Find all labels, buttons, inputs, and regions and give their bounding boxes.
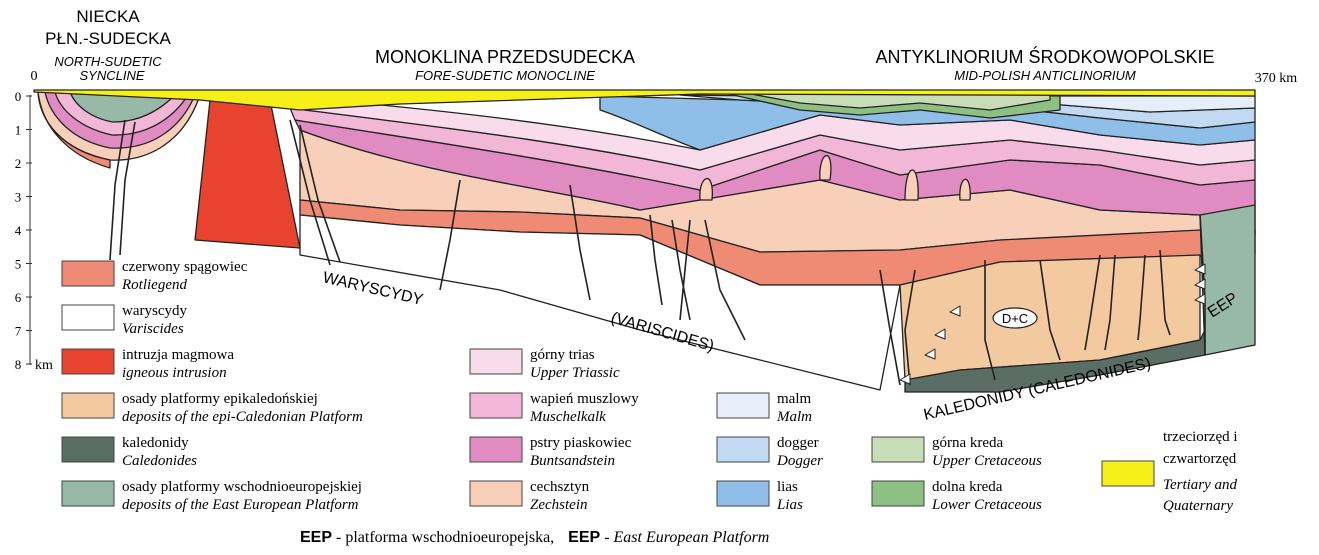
depth-tick-label: 0 [15, 89, 22, 104]
legend-col1-item-0-label-pl: czerwony spągowiec [122, 259, 248, 275]
legend-col3-item-0-swatch [717, 393, 769, 418]
fore-sudetic-title-pl: MONOKLINA PRZEDSUDECKA [375, 47, 635, 67]
distance-start-label: 0 [31, 69, 38, 84]
legend-col1-item-5-label-en: deposits of the East European Platform [122, 497, 359, 513]
legend-col2-item-1-label-pl: wapień muszlowy [530, 391, 639, 407]
legend-col4-item-1-label-en: Lower Cretaceous [931, 497, 1042, 513]
legend-col4-item-0-swatch [872, 437, 924, 462]
legend-tertiary-pl_line1: trzeciorzęd i [1163, 429, 1238, 445]
legend-col2-item-1-swatch [470, 393, 522, 418]
distance-end-label: 370 km [1255, 71, 1298, 86]
depth-tick-label: 7 [15, 324, 22, 339]
mid-polish-title-pl: ANTYKLINORIUM ŚRODKOWOPOLSKIE [875, 46, 1214, 67]
legend-col3-item-0-label-pl: malm [777, 391, 811, 407]
legend-col3-item-2-swatch [717, 481, 769, 506]
legend-col1-item-0-label-en: Rotliegend [121, 277, 187, 293]
legend-col2-item-1-label-en: Muschelkalk [529, 409, 606, 425]
legend-col1-item-4-label-en: Caledonides [122, 453, 197, 469]
depth-tick-label: 4 [15, 223, 22, 238]
footnote: EEP - platforma wschodnioeuropejska, EEP… [300, 529, 769, 546]
depth-tick-label: 8 [15, 357, 22, 372]
legend-col1-item-3-swatch [62, 393, 114, 418]
legend-col3-item-2-label-en: Lias [776, 497, 803, 513]
depth-tick-label: 3 [15, 190, 22, 205]
legend-col3-item-2-label-pl: lias [777, 479, 798, 495]
legend-tertiary-swatch [1102, 461, 1154, 486]
legend-col1-item-5-swatch [62, 481, 114, 506]
eep-deposits [1200, 200, 1255, 355]
legend-col2-item-3-swatch [470, 481, 522, 506]
legend-col1-item-5-label-pl: osady platformy wschodnioeuropejskiej [122, 479, 362, 495]
footnote-en: - East European Platform [604, 529, 769, 546]
legend-col1-item-4-label-pl: kaledonidy [122, 435, 189, 451]
north-sudetic-title-pl-2: PŁN.-SUDECKA [45, 29, 171, 48]
north-sudetic-title-en-1: NORTH-SUDETIC [54, 54, 162, 69]
legend-col1-item-3-label-pl: osady platformy epikaledońskiej [122, 391, 318, 407]
mid-polish-title-en: MID-POLISH ANTICLINORIUM [954, 68, 1136, 83]
legend-col1-item-2-label-pl: intruzja magmowa [122, 347, 234, 363]
legend-col1-item-0-swatch [62, 261, 114, 286]
igneous-intrusion [195, 100, 300, 248]
legend-col4-item-1-swatch [872, 481, 924, 506]
region-titles: NIECKA PŁN.-SUDECKA NORTH-SUDETIC SYNCLI… [45, 7, 1214, 83]
fore-sudetic-title-en: FORE-SUDETIC MONOCLINE [415, 68, 595, 83]
legend-col2-item-3-label-en: Zechstein [530, 497, 588, 513]
legend-col3-item-1-label-pl: dogger [777, 435, 819, 451]
legend-col3-item-0-label-en: Malm [776, 409, 812, 425]
legend-col2-item-0-label-pl: górny trias [530, 347, 595, 363]
depth-unit-label: km [35, 358, 53, 373]
label-waryscydy: WARYSCYDY [321, 269, 425, 309]
legend-col3-item-1-label-en: Dogger [776, 453, 823, 469]
legend-col2-item-3-label-pl: cechsztyn [530, 479, 590, 495]
legend-col1-item-1-label-en: Variscides [122, 321, 184, 337]
legend-col2-item-0-label-en: Upper Triassic [530, 365, 620, 381]
legend-col1-item-3-label-en: deposits of the epi-Caledonian Platform [122, 409, 363, 425]
legend-col1-item-4-swatch [62, 437, 114, 462]
depth-ticks: 0 1 2 3 4 5 6 7 8 [15, 89, 32, 372]
legend-col2-item-2-label-pl: pstry piaskowiec [530, 435, 632, 451]
legend-tertiary-en_line2: Quaternary [1163, 498, 1233, 514]
north-sudetic-title-en-2: SYNCLINE [79, 68, 144, 83]
footnote-abbr-1: EEP [300, 529, 332, 546]
footnote-abbr-2: EEP [568, 529, 600, 546]
legend-col3-item-1-swatch [717, 437, 769, 462]
legend-col2-item-0-swatch [470, 349, 522, 374]
depth-tick-label: 6 [15, 290, 22, 305]
legend-col4-item-0-label-pl: górna kreda [932, 435, 1004, 451]
depth-tick-label: 2 [15, 156, 22, 171]
north-sudetic-title-pl-1: NIECKA [76, 7, 140, 26]
footnote-pl: - platforma wschodnioeuropejska, [336, 529, 554, 546]
label-dc: D+C [1002, 311, 1028, 326]
legend-col4-item-0-label-en: Upper Cretaceous [932, 453, 1042, 469]
legend-col1-item-2-label-en: igneous intrusion [122, 365, 227, 381]
legend-col4-item-1-label-pl: dolna kreda [932, 479, 1003, 495]
legend-tertiary-en_line1: Tertiary and [1163, 477, 1238, 493]
depth-tick-label: 5 [15, 257, 22, 272]
legend-col1-item-1-swatch [62, 305, 114, 330]
legend-tertiary-pl_line2: czwartorzęd [1163, 451, 1237, 467]
legend-col1-item-2-swatch [62, 349, 114, 374]
legend-col1-item-1-label-pl: waryscydy [122, 303, 187, 319]
depth-tick-label: 1 [15, 123, 22, 138]
legend-col2-item-2-label-en: Buntsandstein [530, 453, 615, 469]
legend-col2-item-2-swatch [470, 437, 522, 462]
